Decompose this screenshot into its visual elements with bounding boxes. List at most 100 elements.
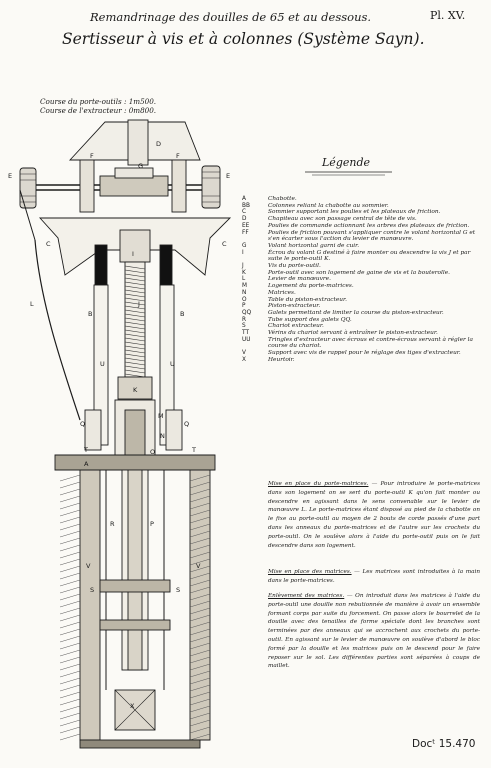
drawing-label: F (176, 152, 180, 160)
legend-description: Poulies de friction pouvant s'appliquer … (268, 229, 476, 243)
drawing-label: D (156, 140, 162, 148)
paragraph-text: Pour introduire le porte-matrices dans s… (268, 481, 480, 549)
legend-key: EE (242, 222, 250, 229)
drawing-label: T (84, 446, 88, 454)
plate-number: Pl. XV. (430, 9, 466, 22)
drawing-label: U (100, 360, 105, 368)
drawing-label: T (192, 446, 196, 454)
legend-item: S Chariot extracteur. (242, 323, 482, 330)
course-value: 0m800. (128, 106, 157, 115)
drawing-label: S (90, 586, 95, 594)
drawing-label: F (90, 152, 94, 160)
course-extracteur: Course de l'extracteur : 0m800. (40, 106, 156, 115)
piston-p (127, 469, 143, 671)
legend-description: Matrices. (268, 289, 296, 296)
legend-key: L (242, 276, 246, 283)
legend-description: Volant horizontal garni de cuir. (268, 242, 360, 249)
drawing-label: O (150, 448, 156, 456)
paragraph-heading: Enlèvement des matrices. (268, 593, 345, 599)
paragraph-porte-matrices: Mise en place du porte-matrices. — Pour … (268, 481, 480, 549)
drawing-label: V (86, 562, 91, 570)
paragraph-heading: Mise en place du porte-matrices. (268, 481, 369, 487)
legend-item: I Écrou du volant G destiné à faire monte… (242, 250, 482, 263)
chabotte-a (54, 454, 216, 471)
drawing-label: G (138, 162, 144, 170)
paragraph-matrices: Mise en place des matrices. — Les matric… (268, 569, 480, 584)
legend-description: Poulies de commande actionnant les arbre… (268, 222, 470, 229)
legend-key: P (242, 303, 246, 310)
drawing-label: M (158, 412, 164, 420)
drawing-label: B (180, 310, 185, 318)
legend-key: R (242, 316, 247, 323)
legend-description: Colonnes reliant la chabotte au sommier. (268, 202, 389, 209)
legend-key: A (242, 196, 246, 202)
course-label: Course de l'extracteur : (40, 106, 127, 115)
drawing-label: E (226, 172, 231, 180)
legend-title: Légende (322, 156, 371, 169)
legend-description: Porte-outil avec son logement de gaine d… (268, 269, 450, 276)
legend-description: Tube support des galets QQ. (268, 316, 352, 323)
paragraph-enlevement: Enlèvement des matrices. — On introduit … (268, 593, 481, 670)
drawing-label: K (133, 386, 138, 394)
drawing-label: E (8, 172, 13, 180)
chariot-s (99, 579, 171, 593)
legend-key: UU (242, 336, 251, 343)
legend-description: Table du piston-extracteur. (268, 296, 348, 303)
legend-description: Logement du porte-matrices. (268, 283, 354, 290)
legend-key: S (242, 323, 246, 330)
legend-description: Levier de manœuvre. (268, 276, 331, 283)
drawing-label: B (88, 310, 93, 318)
legend-key: I (242, 249, 244, 256)
legend-item: X Heurtoir. (242, 357, 482, 364)
legend-key: BB (242, 202, 250, 209)
legend-description: Support avec vis de rappel pour le régla… (268, 350, 461, 357)
legend-key: D (242, 216, 247, 223)
legend-description: Chariot extracteur. (268, 323, 324, 330)
legend-item: G Volant horizontal garni de cuir. (242, 243, 482, 250)
legend-description: Vis du porte-outil. (268, 263, 321, 270)
legend-item: FF Poulies de friction pouvant s'applique… (242, 230, 482, 243)
title-line-2: Sertisseur à vis et à colonnes (Système … (62, 30, 425, 48)
legend-description: Heurtoir. (268, 356, 295, 363)
legend-key: FF (242, 229, 249, 236)
legend-item: UU Tringles d'extracteur avec écrous et c… (242, 337, 482, 350)
legend-key: TT (242, 330, 249, 337)
legend-key: C (242, 209, 247, 216)
paragraph-heading: Mise en place des matrices. (268, 569, 352, 575)
drawing-label: Q (80, 420, 86, 428)
legend-key: G (242, 242, 247, 249)
title-line-1: Remandrinage des douilles de 65 et au de… (90, 10, 372, 24)
drawing-label: S (176, 586, 181, 594)
course-label: Course du porte-outils : (40, 97, 127, 106)
porte-outil-k (117, 376, 153, 400)
document-reference: Docᵗ 15.470 (412, 738, 476, 750)
drawing-label: Q (184, 420, 190, 428)
legend-description: Tringles d'extracteur avec écrous et con… (268, 336, 473, 350)
drawing-label: P (150, 520, 154, 528)
legend-description: Piston-extracteur. (268, 303, 321, 310)
pulley-e-right (201, 165, 221, 209)
course-porte-outils: Course du porte-outils : 1m500. (40, 97, 156, 106)
legend-description: Écrou du volant G destiné à faire monter… (268, 249, 471, 263)
legend-item: N Matrices. (242, 290, 482, 297)
legend-item: BB Colonnes reliant la chabotte au sommie… (242, 203, 482, 210)
legend-item: R Tube support des galets QQ. (242, 317, 482, 324)
paragraph-text: On introduit dans les matrices à l'aide … (268, 593, 481, 670)
drawing-label: N (160, 432, 165, 440)
drawing-label: I (132, 250, 134, 258)
legend-key: N (242, 289, 247, 296)
legend-item: L Levier de manœuvre. (242, 276, 482, 283)
course-value: 1m500. (128, 97, 157, 106)
drawing-label: C (222, 240, 227, 248)
legend-item: P Piston-extracteur. (242, 303, 482, 310)
legend-key: X (242, 356, 246, 363)
drawing-label: V (196, 562, 201, 570)
